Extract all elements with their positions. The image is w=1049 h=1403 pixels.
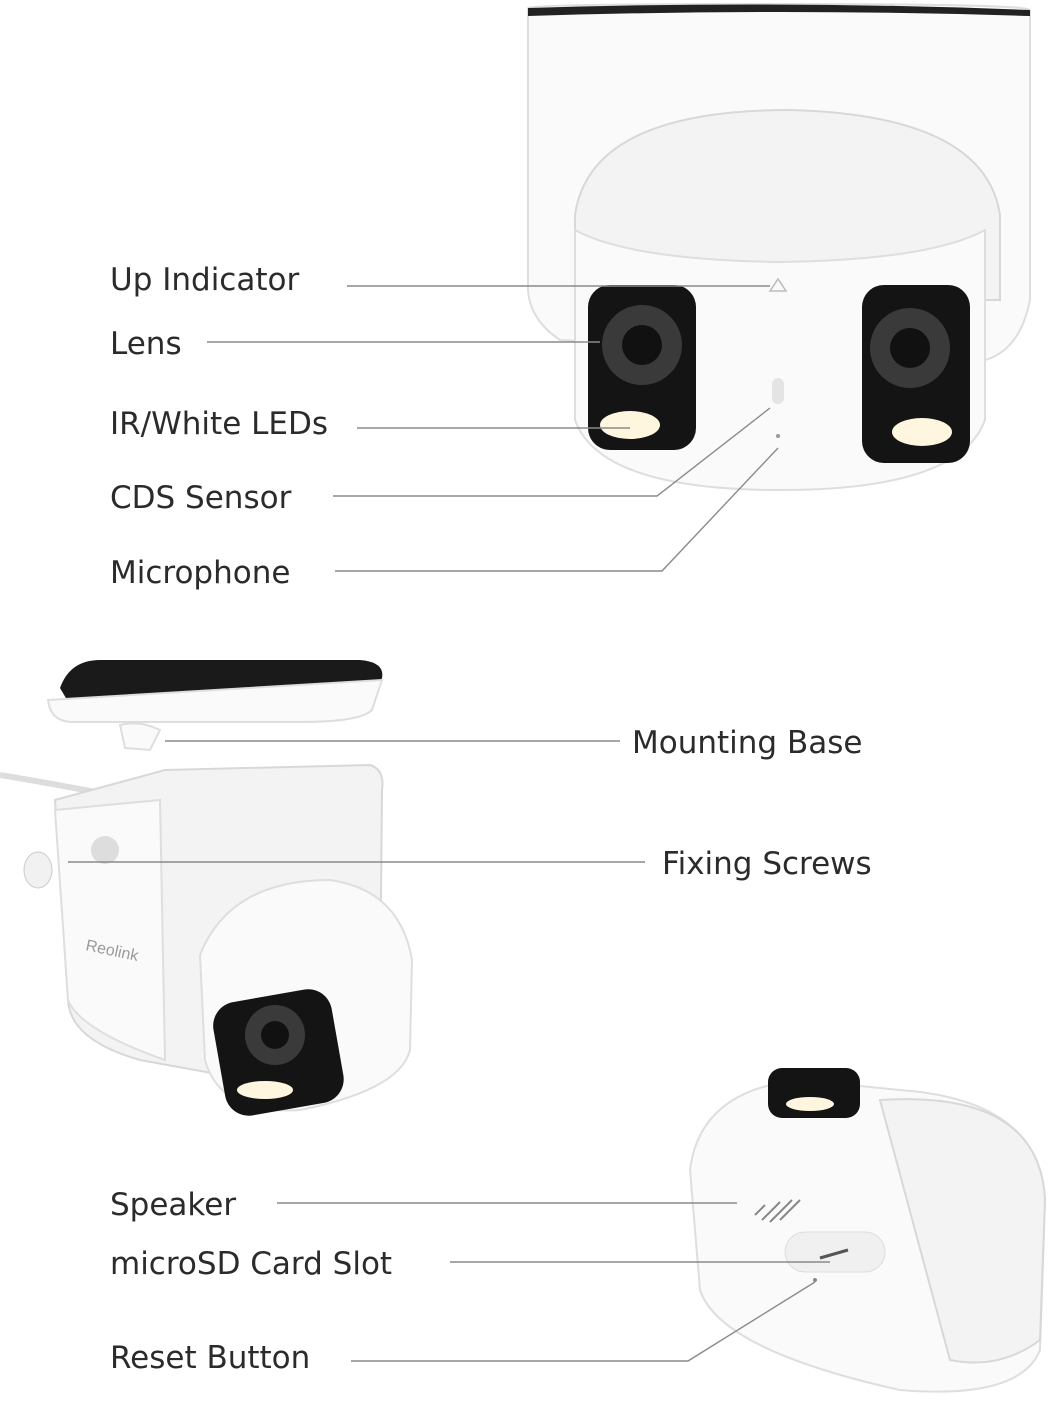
- label-ir-white-leds: IR/White LEDs: [110, 406, 328, 442]
- microphone-icon: [776, 434, 780, 438]
- screw-icon: [23, 851, 53, 889]
- camera-side-view: Reolink: [0, 660, 414, 1116]
- label-up-indicator: Up Indicator: [110, 262, 299, 298]
- camera-front-view: [527, 2, 1031, 492]
- label-fixing-screws: Fixing Screws: [662, 846, 872, 882]
- leader-lines: [68, 285, 830, 1362]
- up-indicator-icon: [768, 277, 788, 292]
- microsd-slot-icon: [819, 1248, 849, 1260]
- label-microphone: Microphone: [110, 555, 290, 591]
- led-icon: [600, 411, 660, 439]
- microsd-slot-cover: [784, 1231, 886, 1273]
- speaker-icon: [754, 1199, 801, 1223]
- label-microsd-card-slot: microSD Card Slot: [110, 1246, 392, 1282]
- label-mounting-base: Mounting Base: [632, 725, 862, 761]
- camera-bottom-view: [688, 1068, 1047, 1393]
- label-cds-sensor: CDS Sensor: [110, 480, 292, 516]
- cds-sensor-icon: [772, 378, 784, 404]
- reset-button-icon: [813, 1278, 817, 1282]
- label-lens: Lens: [110, 326, 182, 362]
- label-reset-button: Reset Button: [110, 1340, 310, 1376]
- label-speaker: Speaker: [110, 1187, 236, 1223]
